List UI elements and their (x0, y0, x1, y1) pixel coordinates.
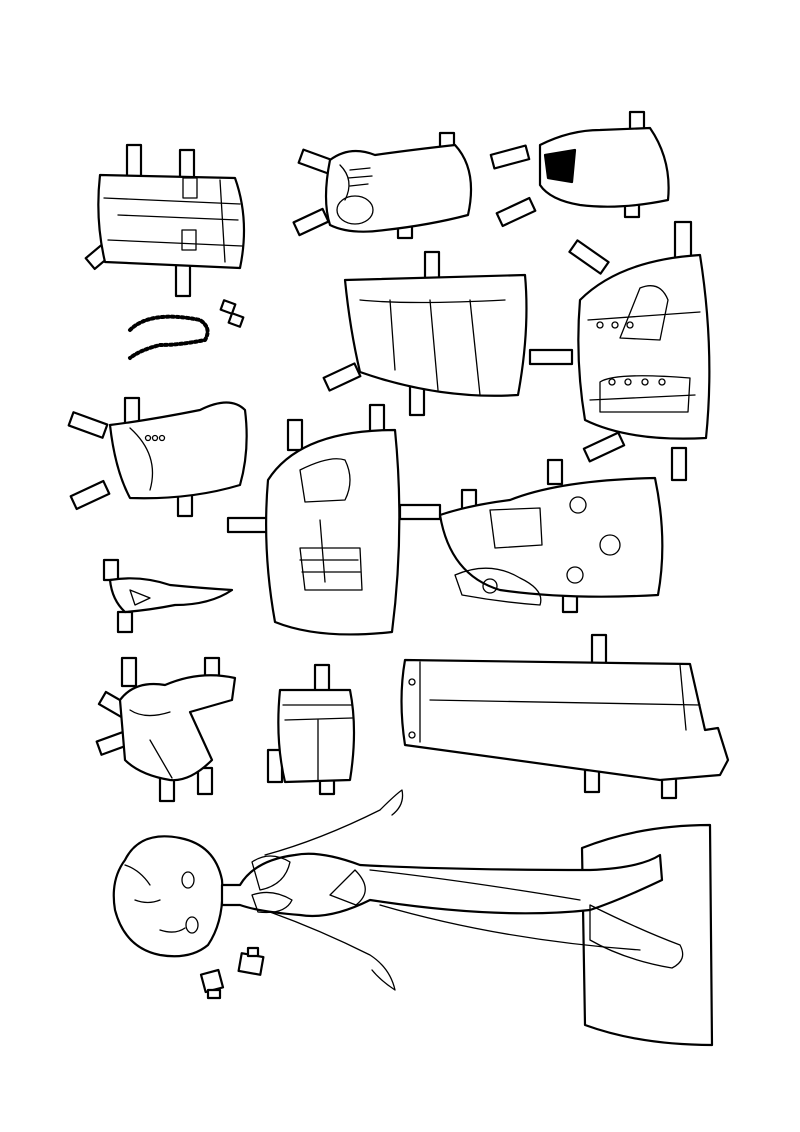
bow-sash-accessory (102, 558, 234, 634)
flower-sundress (398, 458, 664, 614)
skirt-with-belt-tabs (84, 143, 246, 298)
hair-clips (199, 946, 265, 1000)
dress-with-sandal-and-boot (226, 403, 401, 636)
paper-doll-figure (112, 789, 714, 1047)
lace-camisole-top (292, 131, 473, 240)
dress-with-boots-and-studded-belt (528, 220, 711, 482)
long-sleeve-jacket (95, 656, 237, 803)
beaded-necklace (128, 299, 245, 360)
wide-leg-jeans (400, 633, 730, 800)
sleeveless-button-top (67, 396, 248, 518)
long-pleated-skirt (322, 250, 528, 417)
denim-shorts (266, 663, 356, 796)
lace-trim-corset-top (489, 110, 670, 228)
